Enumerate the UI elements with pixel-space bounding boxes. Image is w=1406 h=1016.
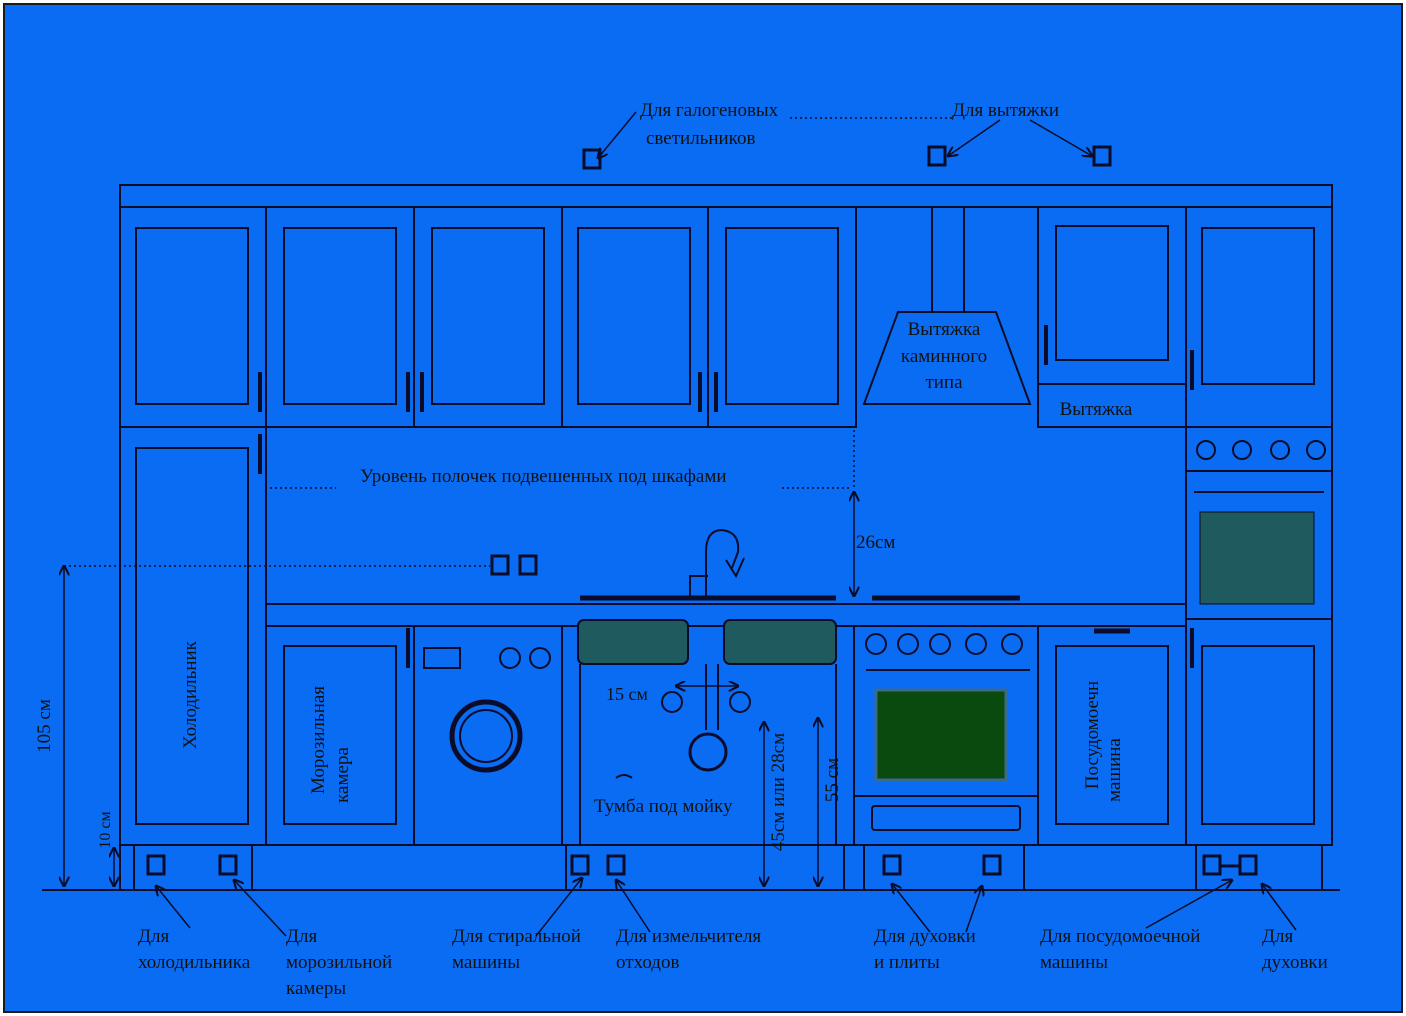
fridge-label: Холодильник: [180, 640, 201, 749]
shelf-level-label: Уровень полочек подвешенных под шкафами: [360, 466, 727, 487]
upper-cabinets: [119, 206, 1333, 428]
dim-55-label: 55 см: [822, 758, 843, 802]
dishwasher-label-2: машина: [1104, 738, 1125, 802]
guide-lines: [64, 117, 952, 567]
outlet-disposer-caption-2: отходов: [616, 952, 679, 973]
outlet-disposer-caption-1: Для измельчителя: [616, 926, 761, 947]
oven-tower: [1185, 426, 1333, 846]
halogen-label-2: светильников: [646, 128, 755, 149]
outlet-freezer-caption-2: морозильной: [286, 952, 392, 973]
outlet-disposer: [606, 854, 626, 876]
dimension-arrows: [64, 492, 854, 886]
outlets: [146, 145, 1258, 876]
dishwasher-label-1: Посудомоечн: [1082, 681, 1103, 789]
fireplace-hood: [862, 207, 1032, 405]
outlet-hood-1: [927, 145, 947, 167]
freezer-label-2: камера: [332, 747, 353, 803]
outlet-counter-1: [490, 554, 510, 576]
outlet-range-caption-2: и плиты: [874, 952, 940, 973]
dim-45-28-label: 45см или 28см: [768, 733, 789, 851]
outlet-oven-caption-1: Для: [1262, 926, 1293, 947]
outlet-halogen: [582, 148, 602, 170]
outlet-washer-caption-1: Для стиральной: [452, 926, 581, 947]
outlet-hood-2: [1092, 145, 1112, 167]
fireplace-hood-label-2: каминного: [901, 346, 987, 367]
dim-10-label: 10 см: [97, 811, 114, 848]
fireplace-hood-label-3: типа: [925, 372, 963, 393]
outlet-freezer-caption-3: камеры: [286, 978, 346, 999]
outlet-range-caption-1: Для духовки: [874, 926, 976, 947]
outlet-washer-caption-2: машины: [452, 952, 520, 973]
outlet-freezer: [218, 854, 238, 876]
hood-label: Вытяжка: [1060, 399, 1133, 420]
outlet-fridge: [146, 854, 166, 876]
sink-bowl-right: [723, 619, 837, 665]
outlet-oven-caption-2: духовки: [1262, 952, 1328, 973]
outlet-range-2: [982, 854, 1002, 876]
sink-bowl-left: [577, 619, 689, 665]
freezer-label-1: Морозильная: [308, 686, 329, 794]
outlet-dishwasher-caption-1: Для посудомоечной: [1040, 926, 1200, 947]
outlet-washer: [570, 854, 590, 876]
faucet: [689, 528, 745, 596]
dim-26-label: 26см: [856, 532, 895, 553]
fireplace-hood-label-1: Вытяжка: [908, 319, 981, 340]
diagram-background: [3, 3, 1403, 1013]
outlet-range-1: [882, 854, 902, 876]
outlet-freezer-caption-1: Для: [286, 926, 317, 947]
dim-105-label: 105 см: [34, 699, 55, 753]
sink-cabinet-label: Тумба под мойку: [594, 796, 733, 817]
outlet-fridge-caption-1: Для: [138, 926, 169, 947]
outlet-fridge-caption-2: холодильника: [138, 952, 251, 973]
leader-arrows: [156, 111, 1297, 937]
door-handles: [258, 325, 1194, 668]
outlet-dishwasher-caption-2: машины: [1040, 952, 1108, 973]
hood-outlet-label: Для вытяжки: [952, 100, 1059, 121]
sink-bowls: [579, 664, 837, 845]
oven-window-top: [1199, 511, 1315, 605]
outlet-counter-2: [518, 554, 538, 576]
oven-glass: [874, 688, 1008, 782]
halogen-label-1: Для галогеновых: [640, 100, 779, 121]
dim-15-label: 15 см: [606, 684, 648, 704]
